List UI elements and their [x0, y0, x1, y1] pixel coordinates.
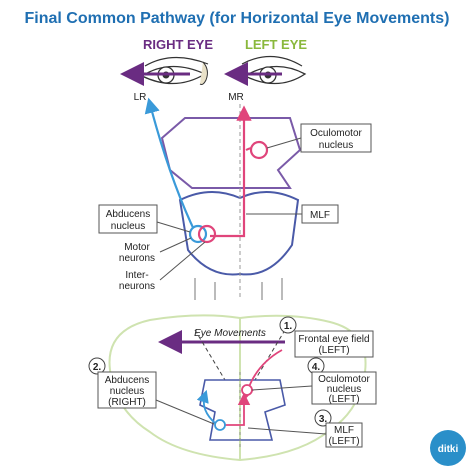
ocu-left-label-box: [311, 371, 377, 405]
medulla-stub: [194, 278, 283, 300]
mlf-left-label-box: [325, 422, 363, 448]
abducens-label-box: [98, 204, 158, 234]
motor-neurons-line1: Motor: [124, 242, 150, 253]
small-abducens-nucleus: [214, 419, 226, 431]
abd-right-label-box: [97, 371, 157, 409]
frontal-label-box: [294, 330, 374, 358]
abducens-nucleus: [188, 224, 217, 244]
frontal-label-line1: Frontal eye field: [298, 334, 369, 345]
mlf-left-line1: MLF: [334, 425, 354, 436]
oculomotor-label-box: [300, 123, 372, 153]
ocu-left-line2: nucleus: [327, 384, 361, 395]
oculomotor-nucleus: [249, 140, 269, 160]
abducens-pathway: [144, 97, 197, 235]
pons-outline: [178, 190, 300, 276]
mlf-left-leader: [247, 427, 327, 435]
abd-right-leader: [155, 399, 215, 425]
left-eye-drawing: [241, 55, 307, 85]
eye-movements-label: Eye Movements: [194, 328, 266, 339]
lr-label: LR: [134, 92, 147, 103]
oculomotor-label-line1: Oculomotor: [310, 128, 362, 139]
right-eye-label: RIGHT EYE: [143, 37, 213, 52]
diagram-title: Final Common Pathway (for Horizontal Eye…: [25, 10, 450, 27]
right-eye-drawing: [140, 56, 209, 85]
ditki-logo[interactable]: ditki: [430, 430, 466, 466]
badge-1: [279, 316, 297, 334]
badge-2: [88, 357, 106, 375]
logo-text: ditki: [438, 444, 459, 455]
badge-3: [314, 409, 332, 427]
small-abducens-pathway: [196, 389, 217, 425]
left-eye-label: LEFT EYE: [245, 37, 307, 52]
motor-neurons-line2: neurons: [119, 253, 155, 264]
abd-right-line2: nucleus: [110, 386, 144, 397]
badge-2-text: 2.: [93, 362, 102, 373]
abducens-leader: [156, 221, 191, 233]
interneurons-line1: Inter-: [125, 270, 148, 281]
abd-right-line1: Abducens: [105, 375, 149, 386]
mlf-label: MLF: [310, 210, 330, 221]
mlf-left-line2: (LEFT): [328, 436, 359, 447]
interneurons-leader: [159, 241, 206, 281]
ocu-left-line3: (LEFT): [328, 394, 359, 405]
oculomotor-leader: [266, 137, 302, 149]
motor-neurons-leader: [159, 237, 192, 253]
ocu-left-line1: Oculomotor: [318, 374, 370, 385]
abducens-label-line1: Abducens: [106, 209, 150, 220]
abd-right-line3: (RIGHT): [108, 397, 146, 408]
badge-4-text: 4.: [312, 362, 321, 373]
frontal-label-line2: (LEFT): [318, 345, 349, 356]
mr-label: MR: [228, 92, 244, 103]
fef-dashed-right: [254, 329, 286, 381]
midbrain-outline: [160, 117, 302, 189]
ocu-left-leader: [251, 385, 313, 391]
fef-dashed-left: [194, 329, 226, 381]
badge-3-text: 3.: [319, 414, 328, 425]
small-oculomotor-nucleus: [241, 384, 253, 396]
small-mlf-pathway: [218, 392, 251, 426]
mlf-pathway: [210, 105, 252, 238]
badge-1-text: 1.: [284, 321, 293, 332]
oculomotor-label-line2: nucleus: [319, 140, 353, 151]
interneurons-line2: neurons: [119, 281, 155, 292]
abducens-label-line2: nucleus: [111, 221, 145, 232]
